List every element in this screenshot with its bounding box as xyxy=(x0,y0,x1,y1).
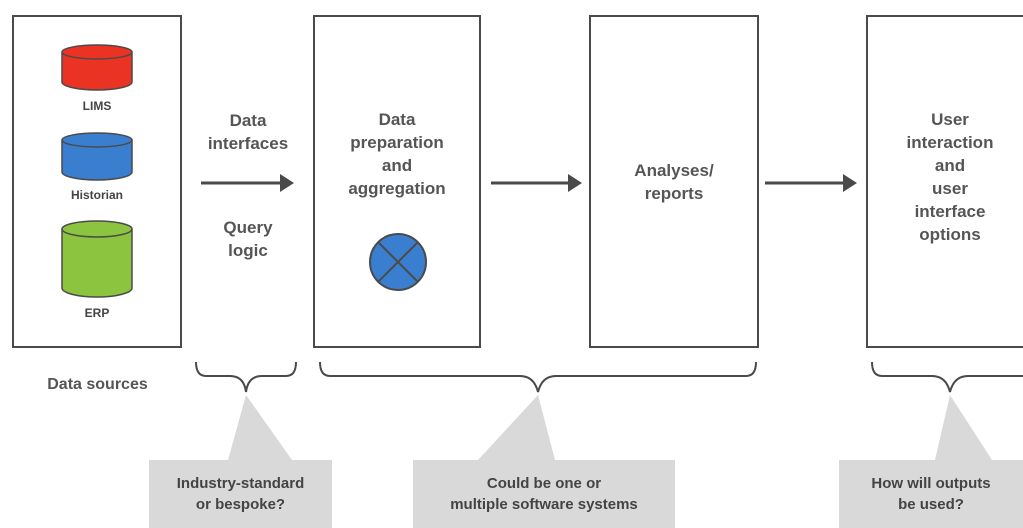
callout-pointer-standard xyxy=(228,395,292,460)
arrow-analyses-to-ui xyxy=(765,174,857,192)
analyses-box xyxy=(589,15,759,348)
brace-software xyxy=(319,361,757,393)
arrow-interfaces xyxy=(201,174,294,192)
data-preparation-label: Data preparation and aggregation xyxy=(348,110,446,198)
user-interface-box xyxy=(866,15,1023,348)
lims-label: LIMS xyxy=(82,99,112,113)
user-interface-label: User interaction and user interface opti… xyxy=(906,110,994,244)
erp-label: ERP xyxy=(84,306,110,320)
query-logic-label: Query logic xyxy=(223,218,273,260)
callout-pointer-software xyxy=(478,395,555,460)
callout-software-systems: Could be one or multiple software system… xyxy=(413,460,675,528)
analyses-label: Analyses/ reports xyxy=(634,161,714,203)
brace-ui xyxy=(871,361,1023,393)
historian-label: Historian xyxy=(70,188,123,202)
erp-database-icon xyxy=(61,220,133,298)
arrow-prep-to-analyses xyxy=(491,174,582,192)
brace-interfaces xyxy=(195,361,297,393)
callout-outputs-usage: How will outputs be used? xyxy=(839,460,1023,528)
data-interfaces-label: Data interfaces xyxy=(207,111,289,153)
aggregation-cross-icon xyxy=(369,233,427,291)
lims-database-icon xyxy=(61,44,133,91)
callout-industry-standard: Industry-standard or bespoke? xyxy=(149,460,332,528)
data-preparation-box xyxy=(313,15,481,348)
callout-pointer-outputs xyxy=(935,395,992,460)
data-sources-label: Data sources xyxy=(47,376,148,393)
historian-database-icon xyxy=(61,132,133,181)
